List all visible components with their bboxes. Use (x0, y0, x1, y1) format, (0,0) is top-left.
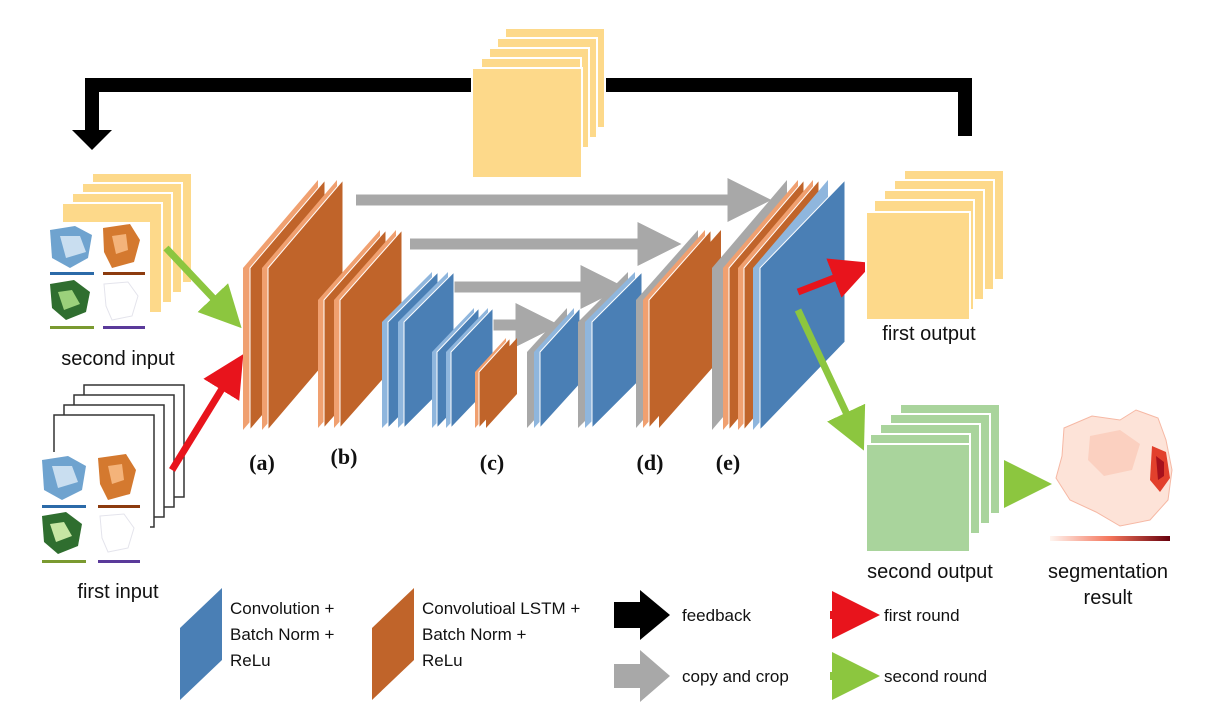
legend-conv-line3: ReLu (230, 651, 271, 670)
legend-lstm-swatch (372, 588, 414, 700)
first-input-arrow (169, 354, 244, 472)
first-output-arrow (796, 258, 874, 298)
block-d-decoder-lstm (636, 228, 721, 430)
first-input-map-thumbnails (42, 454, 140, 563)
second-input-label: second input (61, 348, 175, 370)
legend-copy-crop-arrow (614, 650, 670, 702)
legend: Convolution + Batch Norm + ReLu Convolut… (180, 588, 987, 702)
block-a-lstm (243, 178, 344, 432)
legend-first-round-text: first round (884, 606, 960, 625)
first-input-label: first input (77, 581, 159, 603)
legend-conv-line2: Batch Norm + (230, 625, 334, 644)
feedback-feature-stack (471, 27, 606, 179)
stage-label-c: (c) (480, 450, 504, 475)
block-decoder-level4 (527, 306, 581, 430)
second-input-stack (44, 172, 193, 334)
segmentation-label-line2: result (1084, 587, 1133, 609)
legend-conv-swatch (180, 588, 222, 700)
block-c-bottleneck-lstm (475, 336, 517, 430)
stage-label-d: (d) (637, 450, 664, 475)
legend-copy-crop-text: copy and crop (682, 667, 789, 686)
legend-lstm-line3: ReLu (422, 651, 463, 670)
second-output-label: second output (867, 561, 993, 583)
block-b-lstm (318, 228, 403, 430)
first-input-stack (38, 384, 185, 570)
legend-lstm-line2: Batch Norm + (422, 625, 526, 644)
second-input-arrow (163, 245, 242, 329)
legend-feedback-text: feedback (682, 606, 751, 625)
legend-conv-line1: Convolution + (230, 599, 335, 618)
second-input-map-thumbnails (50, 224, 145, 329)
first-output-label: first output (882, 323, 976, 345)
second-output-arrow (794, 308, 866, 451)
stage-label-e: (e) (716, 450, 740, 475)
legend-second-round-text: second round (884, 667, 987, 686)
stage-label-a: (a) (249, 450, 275, 475)
stage-label-b: (b) (331, 444, 358, 469)
block-e-decoder-output (712, 178, 846, 432)
second-output-stack (865, 403, 1001, 553)
legend-lstm-line1: Convolutioal LSTM + (422, 599, 580, 618)
first-output-stack (865, 169, 1005, 321)
segmentation-label-line1: segmentation (1048, 561, 1168, 583)
legend-feedback-arrow (614, 590, 670, 640)
block-level4-conv (432, 306, 494, 430)
block-decoder-level3 (578, 270, 643, 430)
segmentation-result-map (1050, 409, 1173, 541)
